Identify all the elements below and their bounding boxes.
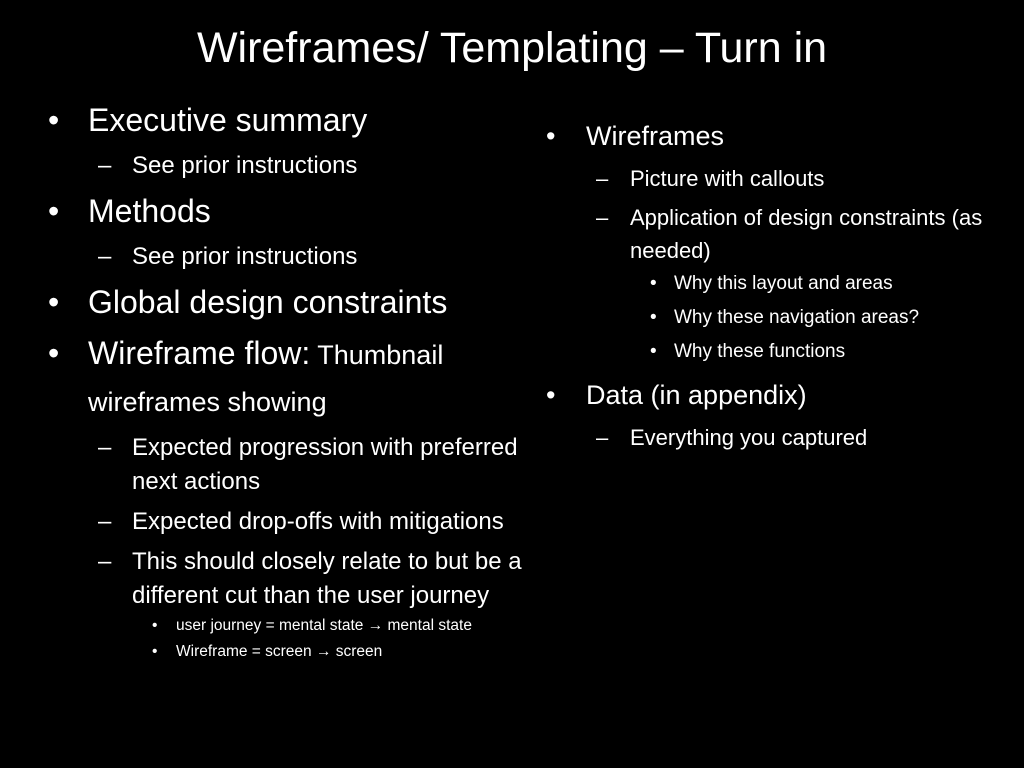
bullet-marker: •	[48, 335, 60, 371]
sub-item-exec-instructions: – See prior instructions	[48, 149, 538, 183]
sub-item-methods-instructions: – See prior instructions	[48, 240, 538, 274]
sub-sub-item-text: Why this layout and areas	[674, 273, 893, 294]
bullet-marker: •	[546, 121, 556, 151]
dash-marker: –	[98, 243, 112, 270]
sub-item-text: Expected drop-offs with mitigations	[132, 508, 504, 535]
sub-item-everything-captured: – Everything you captured	[546, 421, 1016, 454]
bullet-marker: •	[650, 341, 657, 362]
bullet-marker: •	[152, 617, 158, 634]
sub-sub-item-text: Why these functions	[674, 341, 846, 362]
bullet-text: Wireframes	[586, 121, 725, 151]
dash-marker: –	[98, 152, 112, 179]
bullet-text: Global design constraints	[88, 284, 448, 320]
sub-sub-item-text: Wireframe = screen → screen	[176, 643, 383, 660]
bullet-marker: •	[152, 643, 158, 660]
bullet-wireframes: • Wireframes	[546, 116, 1016, 156]
bullet-text-small: Thumbnail	[310, 340, 444, 370]
dash-marker: –	[596, 166, 609, 191]
bullet-marker: •	[48, 284, 60, 320]
sub-item-drop-offs: – Expected drop-offs with mitigations	[48, 505, 538, 539]
bullet-text: Methods	[88, 193, 211, 229]
dash-marker: –	[98, 508, 112, 535]
sub-item-text: Application of design constraints (as ne…	[630, 205, 983, 263]
sub-item-design-constraints: – Application of design constraints (as …	[546, 201, 1016, 267]
bullet-text: Wireframe flow:	[88, 335, 311, 371]
left-column: • Executive summary – See prior instruct…	[48, 98, 538, 665]
sub-item-picture-callouts: – Picture with callouts	[546, 162, 1016, 195]
bullet-data-appendix: • Data (in appendix)	[546, 375, 1016, 415]
bullet-wireframe-flow: • Wireframe flow: Thumbnail wireframes s…	[48, 331, 538, 425]
bullet-executive-summary: • Executive summary	[48, 98, 538, 143]
bullet-marker: •	[546, 380, 556, 410]
bullet-methods: • Methods	[48, 189, 538, 234]
sub-item-user-journey-relation: – This should closely relate to but be a…	[48, 545, 538, 613]
sub-sub-item-text: user journey = mental state → mental sta…	[176, 617, 472, 634]
sub-item-text: Picture with callouts	[630, 166, 825, 191]
sub-item-text: See prior instructions	[132, 243, 358, 270]
dash-marker: –	[596, 205, 609, 230]
sub-item-text: This should closely relate to but be a d…	[132, 548, 522, 609]
bullet-text: Executive summary	[88, 102, 368, 138]
bullet-marker: •	[650, 307, 657, 328]
bullet-text-continued: wireframes showing	[88, 387, 327, 417]
dash-marker: –	[98, 548, 112, 575]
sub-item-progression: – Expected progression with preferred ne…	[48, 431, 538, 499]
dash-marker: –	[596, 425, 609, 450]
bullet-global-design-constraints: • Global design constraints	[48, 280, 538, 325]
dash-marker: –	[98, 434, 112, 461]
bullet-marker: •	[650, 273, 657, 294]
sub-item-text: See prior instructions	[132, 152, 358, 179]
bullet-marker: •	[48, 193, 60, 229]
sub-sub-item-functions: • Why these functions	[546, 335, 1016, 369]
bullet-marker: •	[48, 102, 60, 138]
bullet-text: Data (in appendix)	[586, 380, 807, 410]
sub-sub-item-user-journey: • user journey = mental state → mental s…	[48, 613, 538, 639]
sub-sub-item-text: Why these navigation areas?	[674, 307, 920, 328]
sub-item-text: Expected progression with preferred next…	[132, 434, 518, 495]
sub-item-text: Everything you captured	[630, 425, 868, 450]
sub-sub-item-wireframe: • Wireframe = screen → screen	[48, 639, 538, 665]
sub-sub-item-layout: • Why this layout and areas	[546, 267, 1016, 301]
slide-title: Wireframes/ Templating – Turn in	[196, 24, 828, 72]
sub-sub-item-navigation: • Why these navigation areas?	[546, 301, 1016, 335]
right-column: • Wireframes – Picture with callouts – A…	[546, 116, 1016, 454]
